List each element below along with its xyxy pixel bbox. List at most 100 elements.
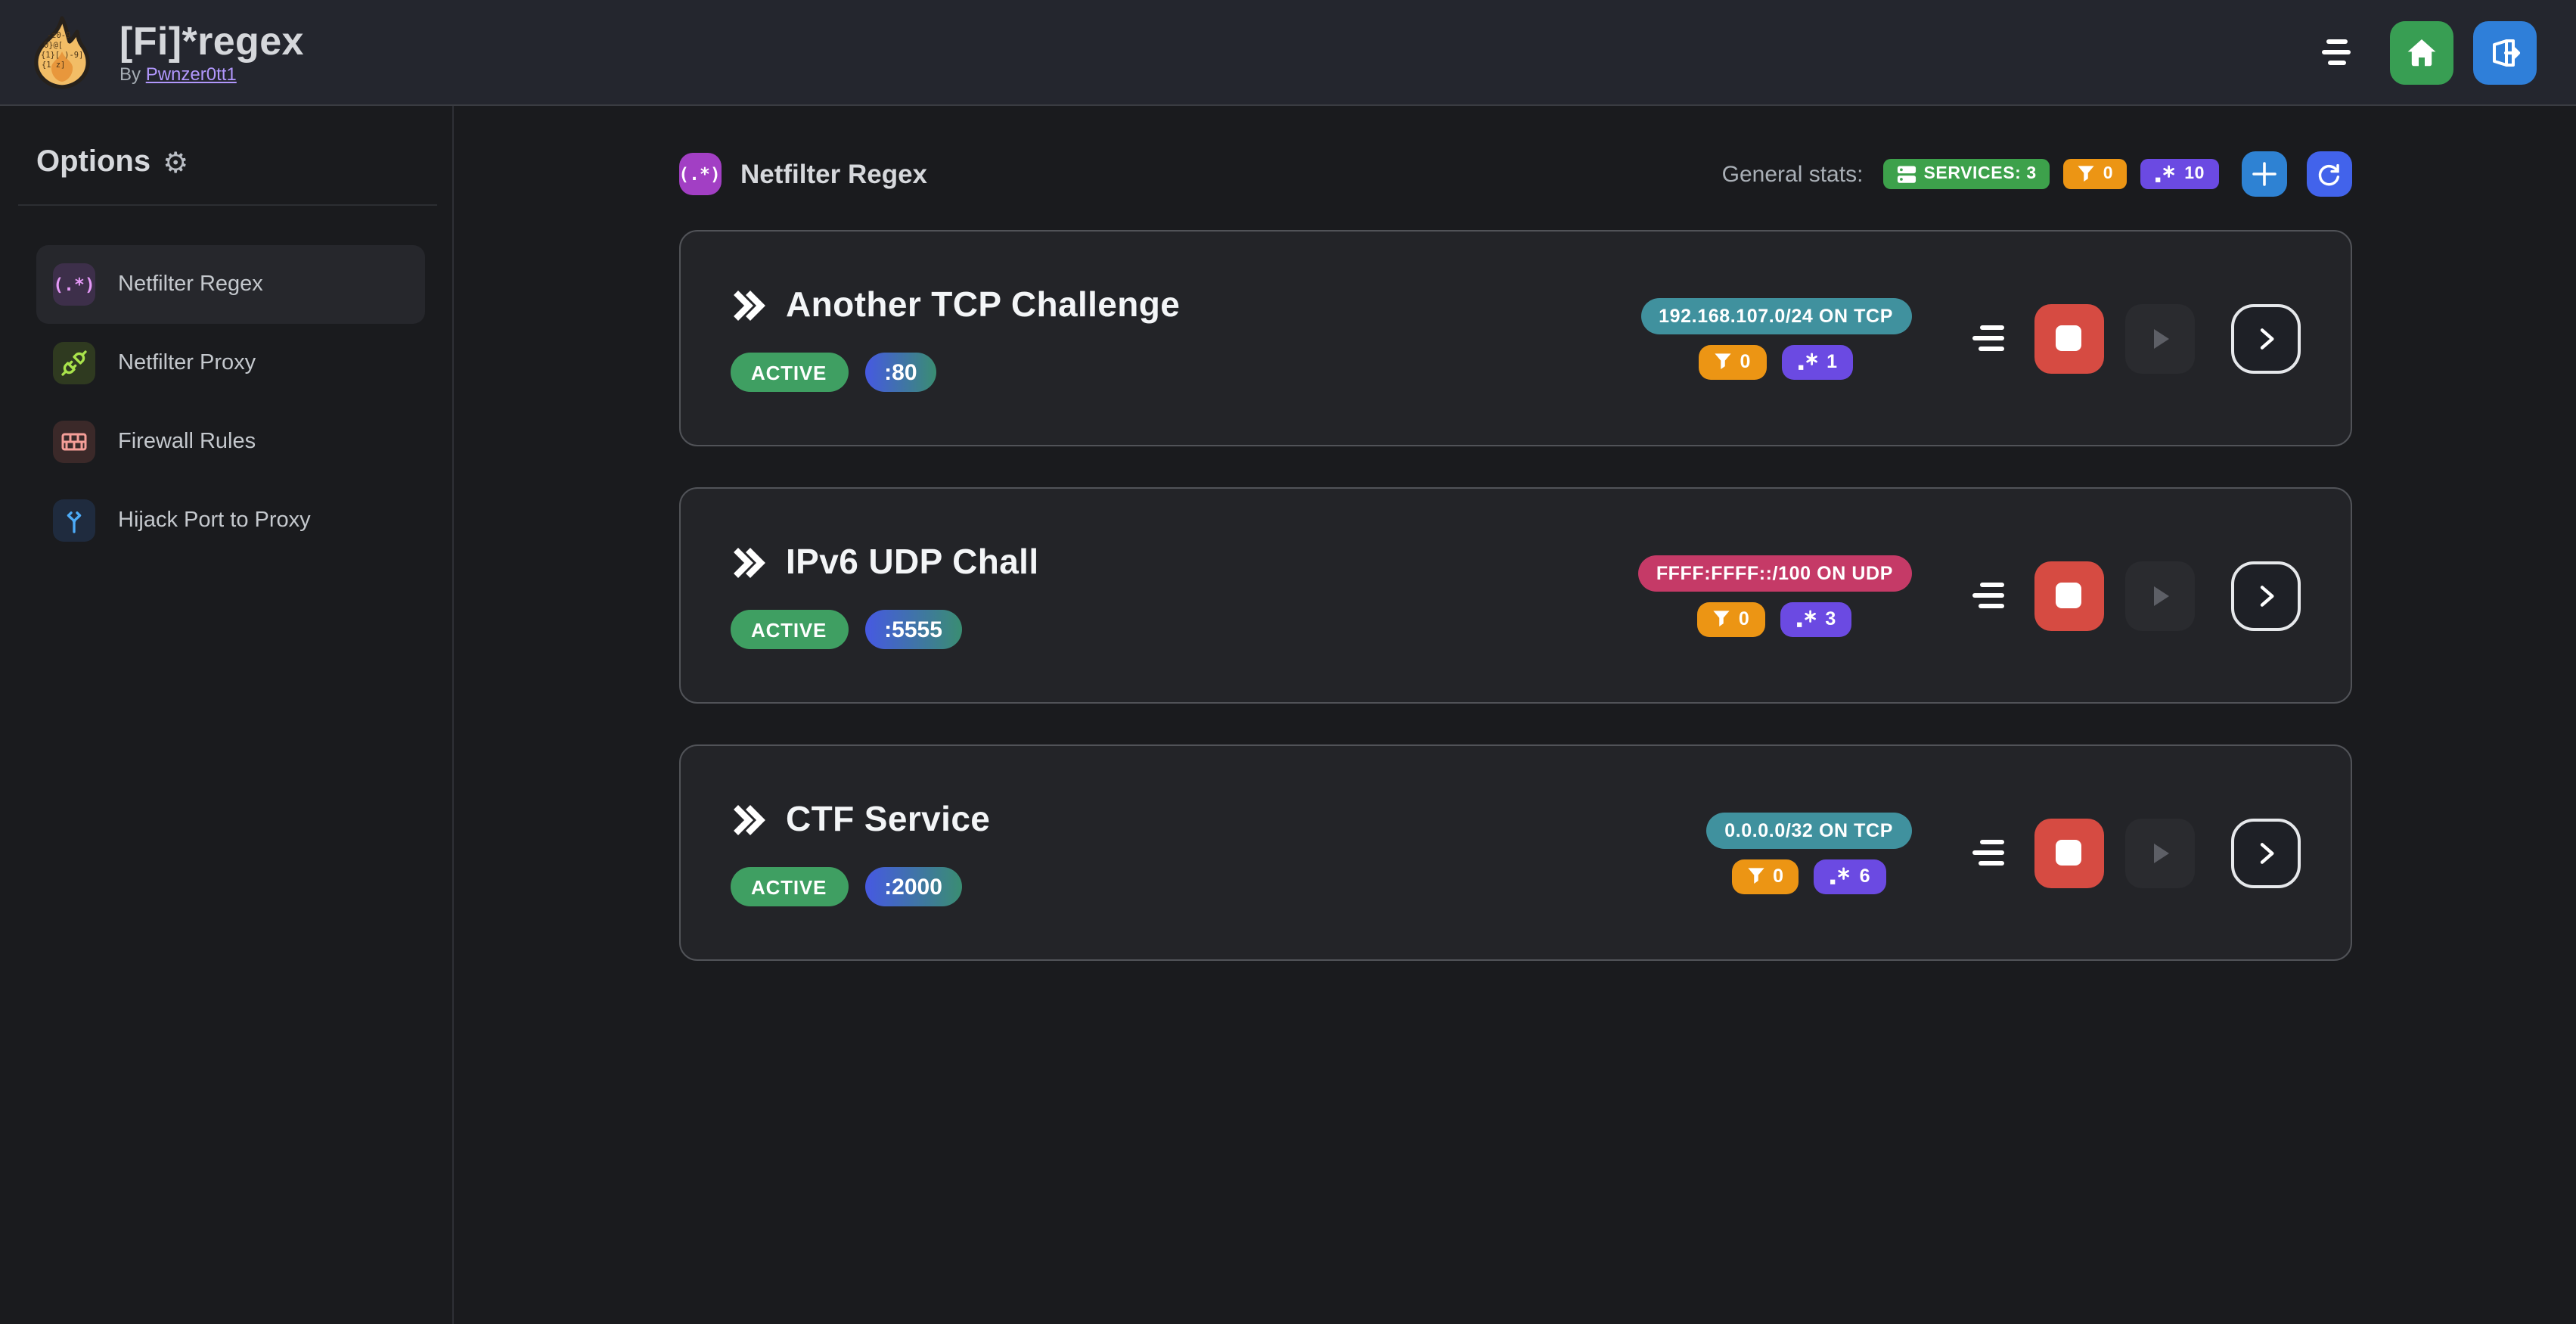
gear-icon: ⚙ bbox=[163, 146, 189, 179]
general-stats: General stats: SERVICES: 3 bbox=[1722, 151, 2351, 197]
burger-menu-icon[interactable] bbox=[2322, 39, 2351, 65]
card-menu-icon[interactable] bbox=[1972, 840, 2003, 866]
double-chevron-icon bbox=[733, 804, 765, 834]
sidebar-item-hijack-port[interactable]: Hijack Port to Proxy bbox=[36, 481, 425, 560]
stop-icon bbox=[2056, 583, 2081, 608]
open-service-button[interactable] bbox=[2230, 561, 2300, 630]
filters-count-badge: 0 bbox=[1699, 344, 1767, 379]
header-actions bbox=[2322, 20, 2537, 84]
app-header: -z0-9 0}@[ {1}[ )-9] {1 z] [Fi]*regex By… bbox=[0, 0, 2576, 106]
page-header: (.*) Netfilter Regex General stats: SERV… bbox=[678, 151, 2351, 197]
address-badge: 192.168.107.0/24 ON TCP bbox=[1640, 297, 1911, 334]
brand-text: [Fi]*regex By Pwnzer0tt1 bbox=[119, 20, 304, 85]
home-button[interactable] bbox=[2390, 20, 2453, 84]
page-title: Netfilter Regex bbox=[740, 158, 928, 188]
sidebar-item-netfilter-proxy[interactable]: Netfilter Proxy bbox=[36, 324, 425, 402]
section-title-group: (.*) Netfilter Regex bbox=[678, 153, 927, 195]
logo-text: -z0-9 bbox=[47, 30, 70, 39]
service-card: CTF Service ACTIVE :2000 0.0.0.0/32 ON T… bbox=[678, 744, 2351, 961]
service-info: CTF Service ACTIVE :2000 bbox=[730, 799, 990, 906]
play-icon bbox=[2153, 586, 2168, 605]
options-title: Options bbox=[36, 145, 151, 179]
home-icon bbox=[2407, 39, 2436, 66]
services-count-badge: SERVICES: 3 bbox=[1882, 159, 2050, 189]
stop-service-button[interactable] bbox=[2034, 818, 2103, 887]
refresh-icon bbox=[2318, 163, 2340, 185]
open-service-button[interactable] bbox=[2230, 303, 2300, 373]
sidebar-item-label: Hijack Port to Proxy bbox=[118, 508, 311, 533]
plug-icon bbox=[53, 342, 95, 384]
service-stats: 0.0.0.0/32 ON TCP 0 6 bbox=[1706, 812, 1911, 894]
address-badge: FFFF:FFFF::/100 ON UDP bbox=[1637, 555, 1911, 591]
sidebar-nav: (.*) Netfilter Regex Netfilter Proxy bbox=[36, 245, 425, 560]
filters-count-badge: 0 bbox=[1697, 601, 1765, 636]
logo-text: {1 z] bbox=[42, 60, 65, 69]
service-actions: FFFF:FFFF::/100 ON UDP 0 3 bbox=[1637, 555, 2300, 636]
double-chevron-icon bbox=[733, 547, 765, 577]
service-info: IPv6 UDP Chall ACTIVE :5555 bbox=[730, 542, 1039, 649]
sidebar-item-netfilter-regex[interactable]: (.*) Netfilter Regex bbox=[36, 245, 425, 324]
service-actions: 0.0.0.0/32 ON TCP 0 6 bbox=[1706, 812, 2300, 894]
fork-arrows-icon bbox=[53, 499, 95, 542]
service-list: Another TCP Challenge ACTIVE :80 192.168… bbox=[678, 230, 2351, 961]
sidebar-item-label: Netfilter Regex bbox=[118, 272, 263, 297]
byline-prefix: By bbox=[119, 64, 141, 85]
sidebar-divider bbox=[18, 204, 437, 206]
regex-icon: (.*) bbox=[53, 263, 95, 306]
chevron-right-icon bbox=[2259, 328, 2273, 349]
service-info: Another TCP Challenge ACTIVE :80 bbox=[730, 284, 1180, 392]
filters-count-badge: 0 bbox=[1732, 859, 1799, 894]
service-name: CTF Service bbox=[786, 799, 991, 838]
port-badge: :80 bbox=[864, 353, 937, 392]
service-card: Another TCP Challenge ACTIVE :80 192.168… bbox=[678, 230, 2351, 446]
filters-count-badge: 0 bbox=[2063, 159, 2128, 189]
app-title: [Fi]*regex bbox=[119, 18, 304, 64]
service-stats: FFFF:FFFF::/100 ON UDP 0 3 bbox=[1637, 555, 1911, 636]
main-content: (.*) Netfilter Regex General stats: SERV… bbox=[454, 106, 2576, 1324]
service-actions: 192.168.107.0/24 ON TCP 0 1 bbox=[1640, 297, 2300, 379]
regex-section-icon: (.*) bbox=[678, 153, 721, 195]
logout-button[interactable] bbox=[2473, 20, 2537, 84]
status-badge: ACTIVE bbox=[730, 867, 849, 906]
play-icon bbox=[2153, 843, 2168, 862]
service-name: IPv6 UDP Chall bbox=[786, 542, 1039, 581]
port-badge: :2000 bbox=[864, 867, 962, 906]
server-icon bbox=[1897, 165, 1916, 182]
regex-count-badge: 10 bbox=[2140, 159, 2218, 189]
service-name: Another TCP Challenge bbox=[786, 284, 1181, 324]
flame-logo-icon: -z0-9 0}@[ {1}[ )-9] {1 z] bbox=[34, 15, 90, 89]
play-icon bbox=[2153, 328, 2168, 348]
add-service-button[interactable] bbox=[2241, 151, 2286, 197]
card-menu-icon[interactable] bbox=[1972, 325, 2003, 351]
refresh-button[interactable] bbox=[2306, 151, 2351, 197]
status-badge: ACTIVE bbox=[730, 610, 849, 649]
start-service-button[interactable] bbox=[2124, 303, 2194, 373]
regex-count-badge: 6 bbox=[1814, 859, 1886, 894]
author-link[interactable]: Pwnzer0tt1 bbox=[145, 64, 237, 85]
stats-label: General stats: bbox=[1721, 161, 1864, 187]
port-badge: :5555 bbox=[864, 610, 962, 649]
logout-icon bbox=[2493, 39, 2521, 66]
brand: -z0-9 0}@[ {1}[ )-9] {1 z] [Fi]*regex By… bbox=[24, 14, 304, 90]
stop-service-button[interactable] bbox=[2034, 303, 2103, 373]
start-service-button[interactable] bbox=[2124, 818, 2194, 887]
brick-wall-icon bbox=[53, 421, 95, 463]
sidebar: Options ⚙ (.*) Netfilter Regex bbox=[0, 106, 454, 1324]
sidebar-heading: Options ⚙ bbox=[36, 145, 425, 180]
sidebar-item-firewall-rules[interactable]: Firewall Rules bbox=[36, 402, 425, 481]
address-badge: 0.0.0.0/32 ON TCP bbox=[1706, 812, 1911, 848]
byline: By Pwnzer0tt1 bbox=[119, 64, 304, 85]
card-menu-icon[interactable] bbox=[1972, 583, 2003, 608]
logo-text: 0}@[ bbox=[44, 40, 63, 49]
open-service-button[interactable] bbox=[2230, 818, 2300, 887]
stop-service-button[interactable] bbox=[2034, 561, 2103, 630]
stop-icon bbox=[2056, 325, 2081, 351]
status-badge: ACTIVE bbox=[730, 353, 849, 392]
regex-count-badge: 1 bbox=[1781, 344, 1853, 379]
start-service-button[interactable] bbox=[2124, 561, 2194, 630]
logo-text: {1}[ )-9] bbox=[41, 50, 83, 59]
double-chevron-icon bbox=[733, 290, 765, 320]
dot-star-icon bbox=[2155, 165, 2175, 182]
chevron-right-icon bbox=[2259, 585, 2273, 606]
chevron-right-icon bbox=[2259, 842, 2273, 863]
